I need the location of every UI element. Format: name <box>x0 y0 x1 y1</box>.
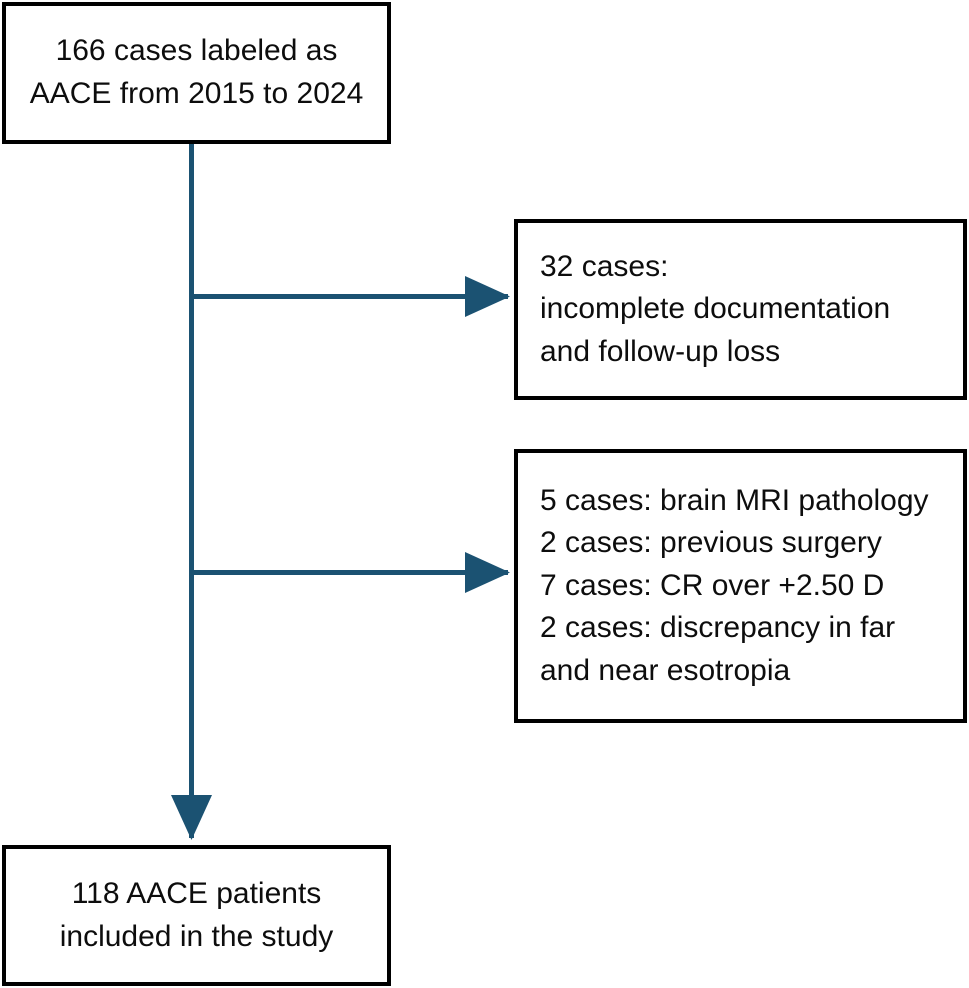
node-exclusion-documentation-line-2: incomplete documentation <box>540 292 891 326</box>
node-included-cohort: 118 AACE patients included in the study <box>2 845 391 986</box>
node-exclusion-clinical: 5 cases: brain MRI pathology 2 cases: pr… <box>514 449 967 723</box>
node-source-cohort-line-2: AACE from 2015 to 2024 <box>29 77 364 110</box>
node-exclusion-documentation-line-1: 32 cases: <box>540 249 669 283</box>
node-exclusion-documentation-line-3: and follow-up loss <box>540 334 781 368</box>
node-exclusion-clinical-line-5: and near esotropia <box>540 653 791 687</box>
node-included-cohort-line-1: 118 AACE patients <box>71 876 322 910</box>
node-source-cohort: 166 cases labeled as AACE from 2015 to 2… <box>2 2 391 144</box>
node-exclusion-documentation: 32 cases: incomplete documentation and f… <box>514 219 967 400</box>
node-exclusion-clinical-line-2: 2 cases: previous surgery <box>540 526 882 560</box>
node-exclusion-clinical-line-4: 2 cases: discrepancy in far <box>540 611 896 645</box>
node-source-cohort-line-1: 166 cases labeled as <box>55 34 338 68</box>
node-exclusion-clinical-line-1: 5 cases: brain MRI pathology <box>540 483 929 517</box>
node-included-cohort-line-2: included in the study <box>59 919 334 953</box>
node-exclusion-clinical-line-3: 7 cases: CR over +2.50 D <box>540 568 885 602</box>
